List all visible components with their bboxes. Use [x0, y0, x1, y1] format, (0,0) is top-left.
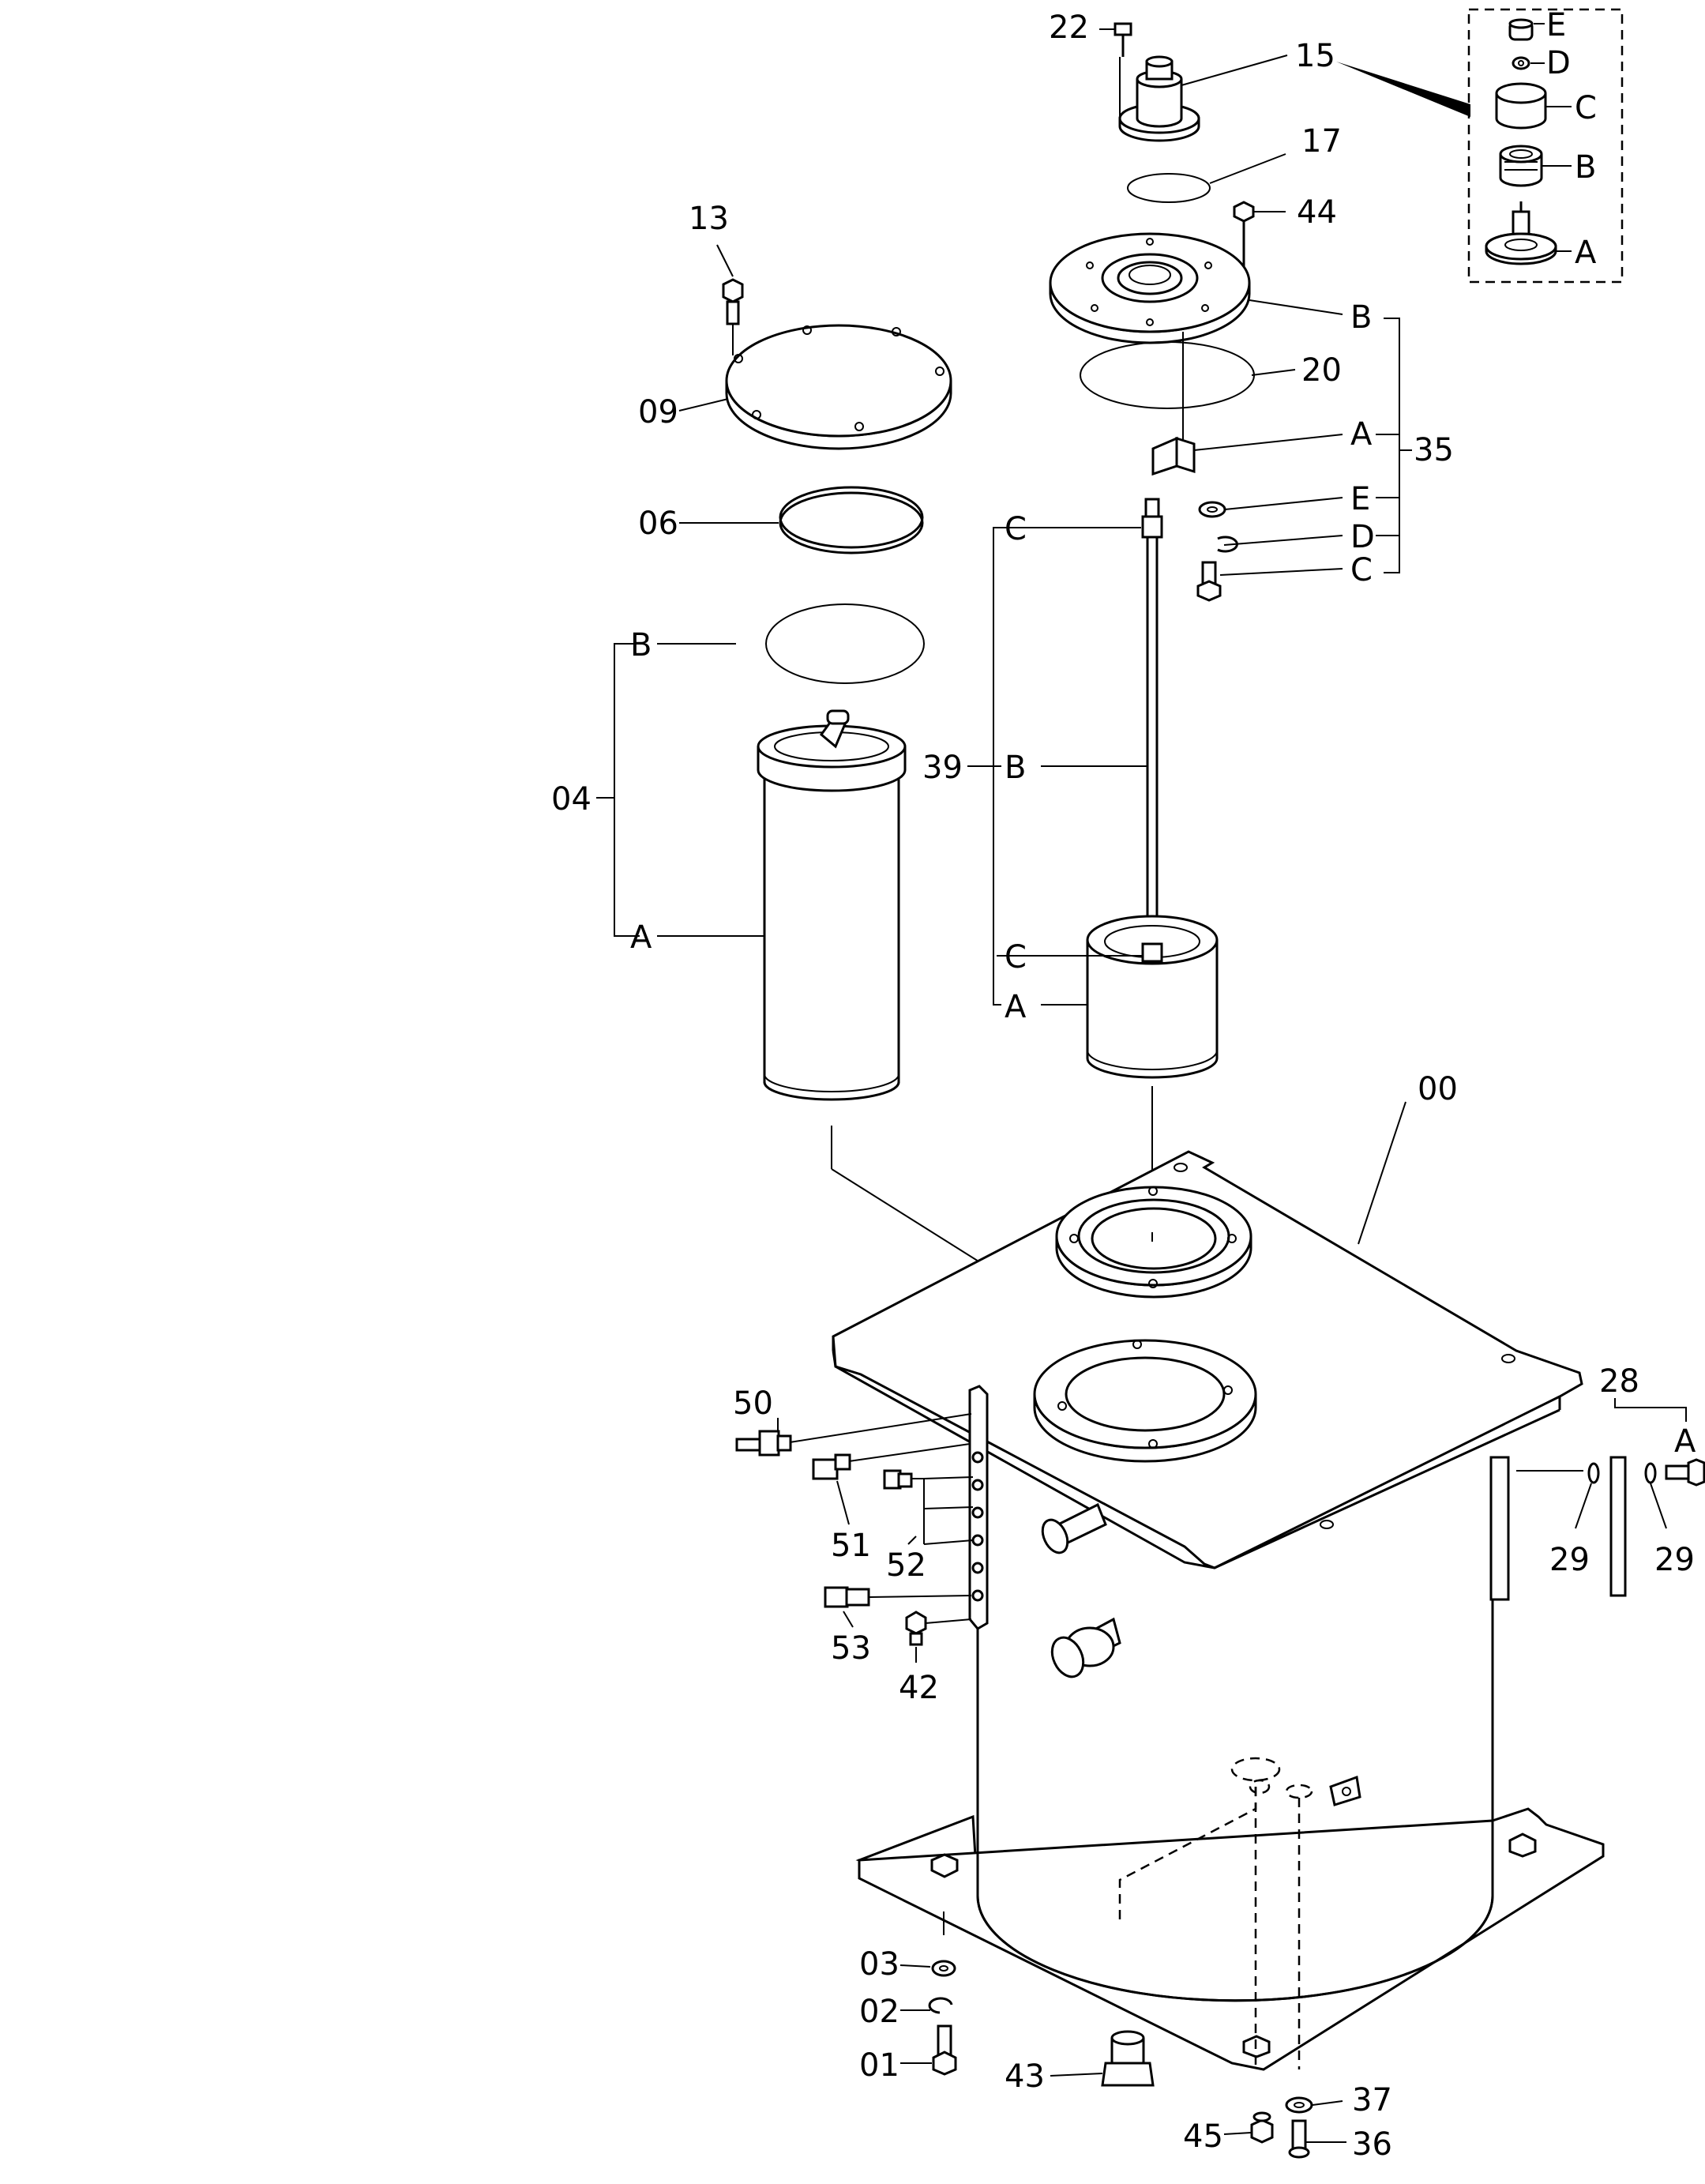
label-01: 01	[859, 2047, 899, 2084]
label-09: 09	[638, 394, 678, 430]
label-39-b: B	[1005, 750, 1026, 786]
label-03: 03	[859, 1946, 899, 1983]
inset-label-e: E	[1546, 7, 1566, 43]
label-39-c-top: C	[1005, 511, 1027, 547]
part-04-filter: B A 04	[551, 603, 1134, 1359]
label-04-a: A	[630, 919, 652, 956]
label-53: 53	[831, 1630, 871, 1667]
part-20-gasket: 20	[1080, 341, 1342, 409]
inset-label-c: C	[1575, 90, 1597, 126]
label-35-e: E	[1350, 481, 1370, 517]
inset-label-a: A	[1575, 235, 1597, 271]
label-29-right: 29	[1654, 1542, 1695, 1578]
label-20: 20	[1301, 352, 1342, 389]
label-02: 02	[859, 1994, 899, 2030]
part-28-29: 28 A 29 29	[1516, 1363, 1705, 1597]
parts-bottom: 43 45 37 36	[1005, 2030, 1392, 2163]
part-00-tank: 00	[832, 1071, 1605, 2071]
label-17: 17	[1301, 123, 1342, 160]
part-35-assembly: A E D C 35	[1151, 318, 1454, 602]
label-51: 51	[831, 1528, 871, 1564]
label-35-b: B	[1350, 299, 1372, 336]
label-35-a: A	[1350, 416, 1373, 453]
inset-label-b: B	[1575, 149, 1596, 186]
label-28-a: A	[1674, 1423, 1696, 1460]
label-45: 45	[1183, 2118, 1223, 2155]
part-13-bolt: 13	[689, 201, 744, 355]
label-37: 37	[1352, 2082, 1392, 2118]
label-50: 50	[733, 1385, 773, 1422]
label-04: 04	[551, 781, 591, 818]
inset-part-15: E D C B A	[1336, 7, 1624, 284]
part-44-bolt: 44	[1233, 194, 1337, 267]
part-22-bolt: 22	[1049, 9, 1132, 118]
label-52: 52	[886, 1547, 926, 1584]
label-28: 28	[1599, 1363, 1639, 1400]
label-39-c-bot: C	[1005, 939, 1027, 975]
label-35: 35	[1414, 432, 1454, 468]
part-15-breather: 15	[1118, 38, 1335, 142]
label-39: 39	[922, 750, 963, 786]
label-43: 43	[1005, 2058, 1045, 2095]
label-44: 44	[1297, 194, 1337, 231]
label-13: 13	[689, 201, 729, 237]
label-35-c: C	[1350, 552, 1373, 588]
label-35-d: D	[1350, 519, 1375, 555]
part-39-strainer: C B C A 39	[922, 498, 1219, 1232]
label-39-a: A	[1005, 989, 1027, 1025]
part-09-cover: 09	[638, 324, 952, 450]
inset-label-d: D	[1546, 45, 1571, 81]
part-35b-flange: B	[1049, 232, 1372, 344]
label-06: 06	[638, 506, 678, 542]
label-36: 36	[1352, 2126, 1392, 2163]
label-04-b: B	[630, 627, 652, 663]
label-29-left: 29	[1549, 1542, 1590, 1578]
label-42: 42	[899, 1670, 939, 1706]
part-17-gasket: 17	[1127, 123, 1342, 203]
label-15: 15	[1295, 38, 1335, 74]
label-22: 22	[1049, 9, 1089, 46]
label-00: 00	[1418, 1071, 1458, 1107]
part-06-snap-ring: 06	[638, 486, 924, 554]
fittings-left: 50 51 52 53 42	[733, 1385, 974, 1706]
parts-01-02-03: 03 02 01	[859, 1911, 957, 2084]
